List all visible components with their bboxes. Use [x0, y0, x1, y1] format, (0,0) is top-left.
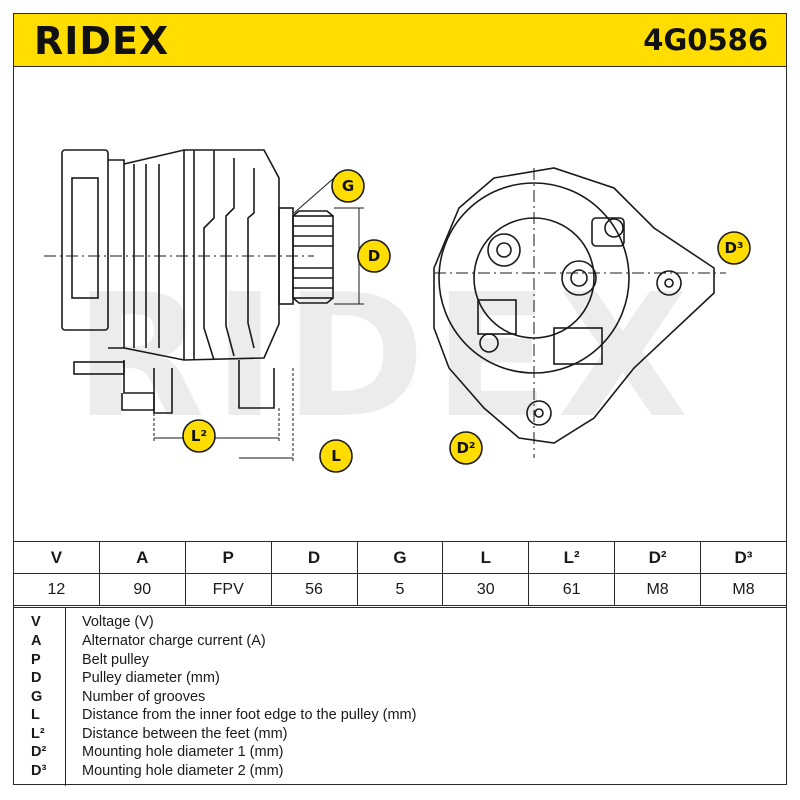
brand-logo: RIDEX	[34, 19, 170, 63]
alternator-end-view	[433, 167, 726, 458]
legend-text: Alternator charge current (A)	[82, 633, 266, 649]
legend-key: D²	[31, 744, 47, 760]
legend-text: Voltage (V)	[82, 614, 154, 630]
header-bar: RIDEX 4G0586	[13, 13, 787, 67]
value-cell: FPV	[184, 573, 272, 606]
legend-divider	[65, 608, 66, 786]
legend-key: G	[31, 689, 43, 705]
alternator-side-view	[61, 149, 334, 414]
callout-g: G	[342, 177, 354, 195]
legend-text: Pulley diameter (mm)	[82, 670, 220, 686]
header-cell: G	[356, 541, 444, 574]
callout-d3: D³	[724, 239, 743, 257]
legend-text: Mounting hole diameter 1 (mm)	[82, 744, 284, 760]
callout-d2: D²	[456, 439, 475, 457]
spec-table: V A P D G L L² D² D³ 12 90 FPV 56 5 30 6…	[13, 541, 787, 606]
legend-key: L	[31, 707, 40, 723]
header-cell: D	[270, 541, 358, 574]
legend-key: A	[31, 633, 42, 649]
header-cell: P	[184, 541, 272, 574]
spec-table-header: V A P D G L L² D² D³	[13, 541, 787, 574]
legend: V Voltage (V) A Alternator charge current …	[13, 607, 787, 786]
legend-key: L²	[31, 726, 45, 742]
part-number: 4G0586	[643, 23, 768, 57]
header-cell: L²	[528, 541, 616, 574]
legend-key: D	[31, 670, 42, 686]
value-cell: 90	[98, 573, 186, 606]
value-cell: M8	[700, 573, 787, 606]
value-cell: 30	[442, 573, 530, 606]
value-cell: M8	[614, 573, 701, 606]
header-cell: D³	[700, 541, 787, 574]
legend-text: Distance between the feet (mm)	[82, 726, 288, 742]
callout-d: D	[368, 247, 380, 265]
callout-markers	[182, 169, 751, 473]
legend-key: V	[31, 614, 41, 630]
header-cell: D²	[614, 541, 701, 574]
value-cell: 12	[13, 573, 100, 606]
callout-l: L	[331, 447, 341, 465]
technical-drawing: RIDEX	[14, 68, 786, 540]
value-cell: 5	[356, 573, 444, 606]
value-cell: 61	[528, 573, 616, 606]
spec-table-values: 12 90 FPV 56 5 30 61 M8 M8	[13, 573, 787, 606]
legend-text: Distance from the inner foot edge to the…	[82, 707, 417, 723]
legend-key: D³	[31, 763, 47, 779]
header-cell: V	[13, 541, 100, 574]
legend-text: Number of grooves	[82, 689, 206, 705]
value-cell: 56	[270, 573, 358, 606]
callout-l2: L²	[191, 427, 207, 445]
header-cell: A	[98, 541, 186, 574]
header-cell: L	[442, 541, 530, 574]
legend-text: Belt pulley	[82, 652, 149, 668]
legend-key: P	[31, 652, 41, 668]
legend-text: Mounting hole diameter 2 (mm)	[82, 763, 284, 779]
